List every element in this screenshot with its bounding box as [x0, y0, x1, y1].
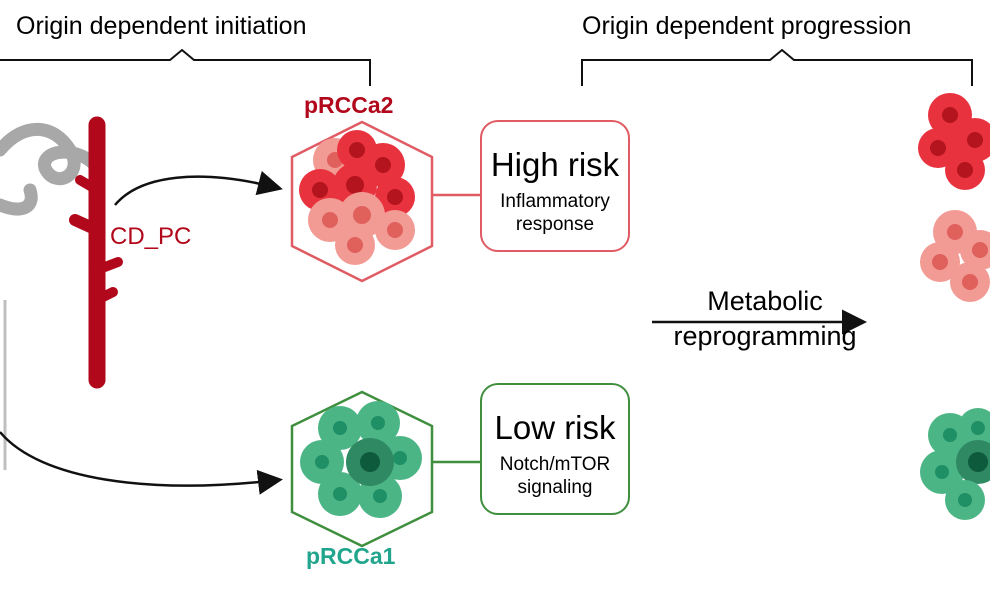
progression-cluster-high [918, 93, 990, 190]
metabolic-reprogramming-label: Metabolic reprogramming [650, 284, 880, 354]
progression-cluster-low [920, 408, 990, 520]
initiation-bracket [0, 48, 371, 86]
low-risk-box: Low risk Notch/mTOR signaling [480, 383, 630, 515]
progression-bracket [581, 48, 973, 86]
high-risk-desc-line1: Inflammatory [500, 191, 610, 212]
high-risk-box: High risk Inflammatory response [480, 120, 630, 252]
cell-origin-label: CD_PC [110, 223, 192, 250]
progression-cluster-mid [920, 210, 990, 302]
header-origin-progression: Origin dependent progression [582, 12, 912, 40]
low-risk-desc-line1: Notch/mTOR [499, 454, 611, 475]
subtype-label-pRCCa1: pRCCa1 [306, 543, 396, 569]
low-risk-title: Low risk [494, 409, 616, 446]
arrow-to-pRCCa1 [0, 431, 283, 495]
header-origin-initiation: Origin dependent initiation [16, 12, 307, 40]
metabolic-line1: Metabolic [707, 286, 823, 316]
subtype-label-pRCCa2: pRCCa2 [304, 92, 394, 118]
high-risk-title: High risk [490, 146, 620, 183]
high-risk-desc-line2: response [515, 214, 595, 235]
collecting-duct-tubule [69, 116, 123, 389]
hexagon-pRCCa1 [290, 390, 434, 548]
cell-cluster-pRCCa1 [300, 401, 422, 518]
low-risk-desc-line2: signaling [517, 477, 593, 498]
hexagon-pRCCa2 [290, 120, 434, 283]
cell-cluster-pRCCa2 [299, 130, 415, 265]
nephron-loop [0, 122, 102, 216]
metabolic-line2: reprogramming [673, 321, 857, 351]
arrow-to-pRCCa2 [114, 170, 283, 206]
